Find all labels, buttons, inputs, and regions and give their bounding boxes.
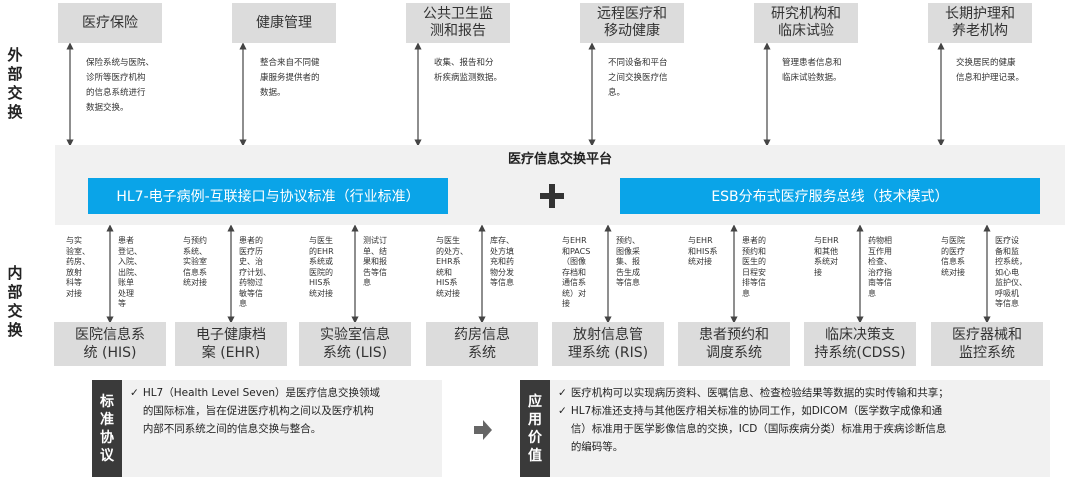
internal-left-desc-devices: 与医院 的医疗 信息系 统对接 (941, 236, 965, 277)
external-exchange-label: 外 部 交 换 (7, 46, 23, 121)
internal-right-desc-cdss: 药物相 互作用 检查、 治疗指 南等信 息 (868, 236, 892, 298)
standard-protocol-text: ✓ HL7（Health Level Seven）是医疗信息交换领域 的国际标准… (130, 384, 436, 438)
internal-left-desc-pharmacy: 与医生 的处方、 EHR系 统和 HIS系 统对接 (436, 236, 468, 298)
external-box-telemedicine: 远程医疗和 移动健康 (580, 3, 684, 43)
internal-exchange-label: 内 部 交 换 (7, 264, 23, 339)
internal-box-devices: 医疗器械和 监控系统 (931, 322, 1043, 366)
application-value-line2: HL7标准还支持与其他医疗相关标准的协同工作，如DICOM（医学数字成像和通 信… (570, 405, 947, 453)
external-desc-research: 管理患者信息和 临床试验数据。 (782, 58, 842, 83)
external-box-public-health: 公共卫生监 测和报告 (406, 3, 510, 43)
internal-left-desc-lis: 与医生 的EHR 系统或 医院的 HIS系 统对接 (309, 236, 334, 298)
internal-box-pharmacy: 药房信息 系统 (426, 322, 538, 366)
external-box-insurance: 医疗保险 (58, 3, 162, 43)
internal-right-desc-devices: 医疗设 备和监 控系统， 如心电 监护仪、 呼吸机 等信息 (995, 236, 1027, 308)
external-box-research: 研究机构和 临床试验 (754, 3, 858, 43)
external-desc-telemedicine: 不同设备和平台 之间交换医疗信 息。 (608, 58, 668, 98)
internal-right-desc-pharmacy: 库存、 处方填 充和药 物分发 等信息 (490, 236, 514, 287)
checkmark-icon: ✓ (130, 387, 139, 399)
external-desc-health-management: 整合来自不同健 康服务提供者的 数据。 (260, 58, 320, 98)
application-value-panel: 应 用 价 值 ✓ 医疗机构可以实现病历资料、医嘱信息、检查检验结果等数据的实时… (520, 380, 1050, 477)
plus-icon (540, 184, 564, 208)
internal-left-desc-scheduling: 与EHR 和HIS系 统对接 (688, 236, 718, 266)
internal-left-desc-ris: 与EHR 和PACS （图像 存档和 通信系 统）对 接 (562, 236, 591, 308)
standard-protocol-body: HL7（Health Level Seven）是医疗信息交换领域 的国际标准，旨… (142, 387, 381, 435)
external-box-long-term-care: 长期护理和 养老机构 (928, 3, 1032, 43)
internal-right-desc-ehr: 患者的 医疗历 史、治 疗计划、 药物过 敏等信 息 (239, 236, 271, 308)
application-value-tag: 应 用 价 值 (520, 380, 550, 477)
standard-protocol-panel: 标 准 协 议 ✓ HL7（Health Level Seven）是医疗信息交换… (92, 380, 442, 477)
internal-right-desc-ris: 预约、 图像采 集、报 告生成 等信息 (616, 236, 640, 287)
external-box-health-management: 健康管理 (232, 3, 336, 43)
platform-title: 医疗信息交换平台 (507, 152, 612, 167)
internal-left-desc-ehr: 与预约 系统、 实验室 信息系 统对接 (183, 236, 207, 287)
hl7-standard-bar: HL7-电子病例-互联接口与协议标准（行业标准） (88, 178, 448, 214)
checkmark-icon: ✓ (558, 405, 567, 417)
internal-box-cdss: 临床决策支 持系统(CDSS) (804, 322, 916, 366)
internal-box-his: 医院信息系 统 (HIS) (54, 322, 166, 366)
external-desc-insurance: 保险系统与医院、 诊所等医疗机构 的信息系统进行 数据交换。 (86, 58, 155, 113)
internal-right-desc-his: 患者 登记、 入院、 出院、 账单 处理 等 (118, 236, 142, 308)
standard-protocol-tag: 标 准 协 议 (92, 380, 122, 477)
internal-box-ehr: 电子健康档 案 (EHR) (175, 322, 287, 366)
internal-left-desc-his: 与实 验室、 药房、 放射 科等 对接 (66, 236, 90, 298)
esb-bus-bar: ESB分布式医疗服务总线（技术模式） (620, 178, 1040, 214)
checkmark-icon: ✓ (558, 387, 567, 399)
external-desc-long-term-care: 交换居民的健康 信息和护理记录。 (956, 58, 1025, 83)
arrow-right-icon (474, 420, 492, 440)
external-desc-public-health: 收集、报告和分 析疾病监测数据。 (434, 58, 503, 83)
internal-right-desc-scheduling: 患者的 预约和 医生的 日程安 排等信 息 (742, 236, 766, 298)
application-value-line1: 医疗机构可以实现病历资料、医嘱信息、检查检验结果等数据的实时传输和共享； (570, 387, 949, 399)
internal-box-lis: 实验室信息 系统 (LIS) (299, 322, 411, 366)
internal-right-desc-lis: 测试订 单、结 果和报 告等信 息 (363, 236, 387, 287)
internal-box-scheduling: 患者预约和 调度系统 (678, 322, 790, 366)
application-value-text: ✓ 医疗机构可以实现病历资料、医嘱信息、检查检验结果等数据的实时传输和共享； ✓… (558, 384, 1046, 456)
internal-left-desc-cdss: 与EHR 和其他 系统对 接 (814, 236, 839, 277)
internal-box-ris: 放射信息管 理系统 (RIS) (552, 322, 664, 366)
